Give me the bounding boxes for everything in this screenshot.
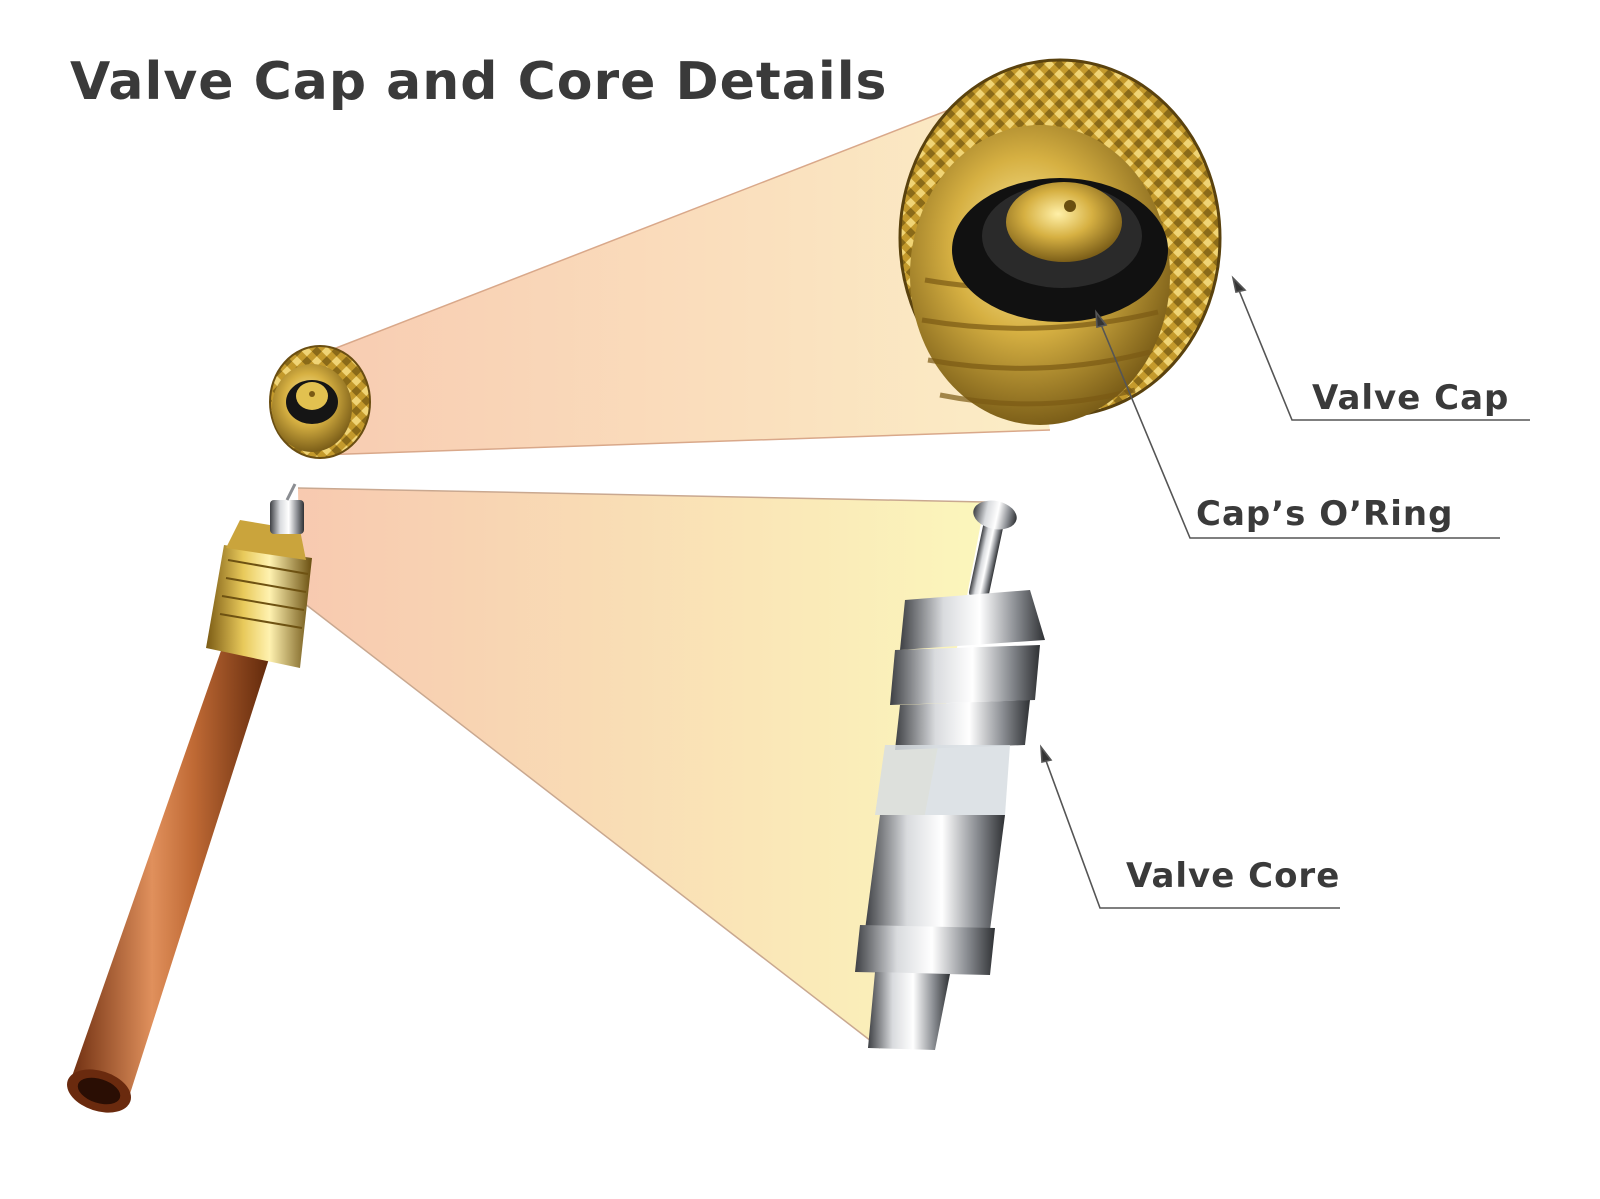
small-valve-cap [269, 345, 371, 459]
large-valve-cap [898, 58, 1222, 425]
leader-valve-cap [1231, 275, 1530, 421]
brass-service-fitting [206, 483, 312, 668]
page-title: Valve Cap and Core Details [70, 52, 888, 112]
leader-valve-core [1040, 744, 1340, 909]
label-caps-oring: Cap’s O’Ring [1196, 494, 1454, 534]
core-zoom-cone [298, 488, 985, 1048]
leader-caps-oring [1095, 309, 1500, 539]
copper-service-tube [67, 625, 275, 1113]
label-valve-core: Valve Core [1126, 856, 1341, 896]
cap-zoom-cone [318, 92, 1050, 455]
large-valve-core [855, 500, 1045, 1050]
label-valve-cap: Valve Cap [1312, 378, 1510, 418]
